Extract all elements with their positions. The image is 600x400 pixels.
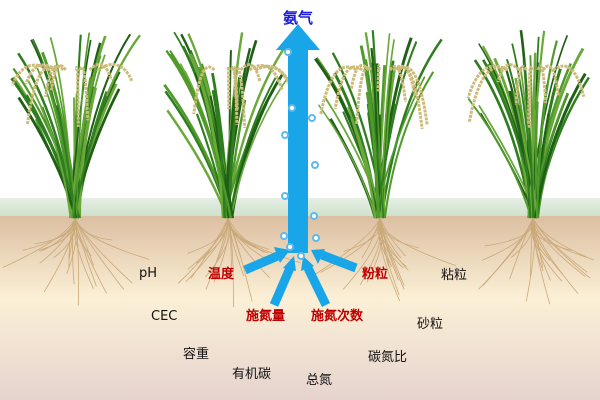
label-n-times: 施氮次数 xyxy=(311,309,364,324)
label-cn-ratio: 碳氮比 xyxy=(368,350,408,365)
rice-plant xyxy=(2,32,150,306)
label-silt: 粉粒 xyxy=(362,267,389,282)
label-cec: CEC xyxy=(151,309,178,324)
label-n-rate: 施氮量 xyxy=(246,309,286,324)
ammonia-bubbles xyxy=(280,48,320,260)
factor-arrows xyxy=(243,247,358,307)
ammonia-arrow xyxy=(276,24,320,253)
label-temperature: 温度 xyxy=(208,267,235,282)
rice-plant xyxy=(466,30,594,305)
label-organic-carbon: 有机碳 xyxy=(232,367,272,382)
rice-plants xyxy=(2,30,594,308)
label-bulk-density: 容重 xyxy=(183,347,210,362)
ammonia-title: 氨气 xyxy=(283,9,314,27)
rice-plant xyxy=(314,30,457,302)
label-ph: pH xyxy=(139,266,158,281)
label-sand: 砂粒 xyxy=(417,317,444,332)
label-total-n: 总氮 xyxy=(306,373,333,388)
rice-plant xyxy=(163,31,301,308)
label-clay: 粘粒 xyxy=(441,268,468,283)
